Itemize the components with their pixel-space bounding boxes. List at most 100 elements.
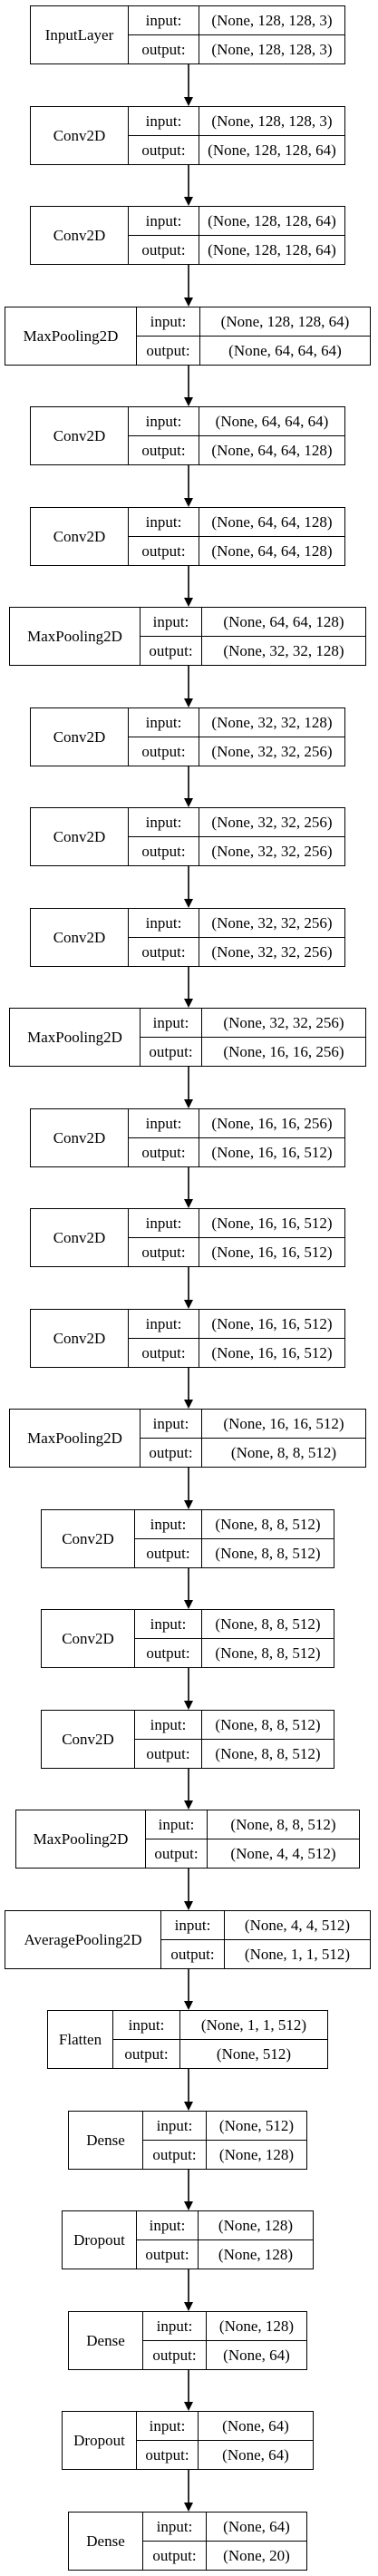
layer-ports: input: (None, 128, 128, 64) output: (None, … (137, 307, 370, 365)
arrowhead (184, 798, 193, 807)
input-row: input: (None, 128, 128, 64) (137, 307, 370, 336)
output-row: output:(None, 16, 16, 512) (129, 1137, 344, 1166)
input-shape: (None, 8, 8, 512) (215, 1715, 321, 1733)
input-shape: (None, 8, 8, 512) (215, 1515, 321, 1533)
input-shape: (None, 32, 32, 128) (211, 713, 333, 731)
arrowhead (184, 2503, 193, 2512)
output-label: output: (129, 1339, 199, 1367)
output-label: output: (129, 236, 199, 264)
arrowhead (184, 899, 193, 908)
output-label: output: (129, 938, 199, 966)
output-shape: (None, 64, 64, 64) (228, 341, 342, 359)
output-row: output:(None, 16, 16, 256) (141, 1037, 365, 1066)
output-shape: (None, 16, 16, 512) (211, 1343, 333, 1361)
output-label: output: (135, 1639, 202, 1667)
input-label: input: (137, 307, 200, 336)
layer-type: Dense (69, 2513, 143, 2570)
output-row: output:(None, 128) (137, 2239, 313, 2269)
input-label: input: (129, 1209, 199, 1237)
input-row: input:(None, 8, 8, 512) (135, 1510, 334, 1538)
output-row: output: (None, 32, 32, 256) (129, 836, 344, 865)
input-label: input: (141, 1410, 202, 1438)
input-shape: (None, 128, 128, 3) (211, 11, 333, 29)
input-row: input:(None, 64) (143, 2513, 306, 2541)
output-row: output:(None, 128, 128, 3) (129, 34, 344, 63)
input-label: input: (129, 407, 199, 435)
output-shape: (None, 32, 32, 256) (211, 942, 333, 961)
input-label: input: (146, 1810, 208, 1839)
output-row: output: (None, 64, 64, 64) (137, 336, 370, 365)
layer-ports: input:(None, 64)output:(None, 64) (137, 2412, 313, 2469)
layer-type: Conv2D (42, 1510, 135, 1567)
arrowhead (184, 1099, 193, 1108)
layer-ports: input:(None, 64, 64, 128)output:(None, 6… (129, 508, 344, 565)
layer-ports: input:(None, 8, 8, 512)output:(None, 8, … (135, 1610, 334, 1667)
input-shape: (None, 128, 128, 64) (220, 312, 350, 330)
output-label: output: (129, 537, 199, 565)
input-row: input:(None, 4, 4, 512) (161, 1911, 370, 1939)
layer-type: MaxPooling2D (16, 1810, 146, 1868)
layer-type: Conv2D (42, 1610, 135, 1667)
layer-type: MaxPooling2D (5, 307, 137, 365)
output-label: output: (135, 1740, 202, 1768)
output-label: output: (137, 337, 200, 365)
input-row: input:(None, 8, 8, 512) (135, 1711, 334, 1739)
output-shape: (None, 16, 16, 512) (211, 1143, 333, 1161)
output-label: output: (129, 136, 199, 164)
arrowhead (184, 197, 193, 206)
input-row: input:(None, 64) (137, 2412, 313, 2440)
output-shape: (None, 1, 1, 512) (244, 1945, 351, 1963)
layer-ports: input:(None, 64)output:(None, 20) (143, 2513, 306, 2570)
input-shape: (None, 32, 32, 256) (223, 1013, 344, 1031)
input-label: input: (113, 2011, 180, 2039)
output-label: output: (143, 2141, 207, 2169)
input-label: input: (143, 2513, 207, 2541)
output-row: output:(None, 8, 8, 512) (135, 1638, 334, 1667)
input-row: input:(None, 128, 128, 3) (129, 107, 344, 135)
output-row: output:(None, 128, 128, 64) (129, 135, 344, 164)
input-row: input:(None, 512) (143, 2112, 306, 2140)
output-row: output:(None, 8, 8, 512) (141, 1438, 365, 1467)
arrowhead (184, 1800, 193, 1810)
input-shape: (None, 16, 16, 512) (211, 1214, 333, 1232)
arrowhead (184, 1199, 193, 1208)
input-label: input: (129, 508, 199, 536)
output-label: output: (137, 2441, 199, 2469)
layer-ports: input:(None, 1, 1, 512)output:(None, 512… (113, 2011, 327, 2068)
input-row: input:(None, 128, 128, 3) (129, 6, 344, 34)
layer-type: Flatten (48, 2011, 113, 2068)
output-shape: (None, 8, 8, 512) (215, 1544, 321, 1562)
input-row: input:(None, 64, 64, 128) (129, 508, 344, 536)
output-shape: (None, 64, 64, 128) (211, 441, 333, 459)
layer-ports: input:(None, 16, 16, 512)output: (None, 1… (129, 1310, 344, 1367)
input-row: input:(None, 16, 16, 512) (141, 1410, 365, 1438)
input-row: input:(None, 128, 128, 64) (129, 207, 344, 235)
output-row: output: (None, 32, 32, 256) (129, 937, 344, 966)
arrowhead (184, 2201, 193, 2210)
output-row: output: (None, 16, 16, 512) (129, 1338, 344, 1367)
input-shape: (None, 1, 1, 512) (200, 2015, 307, 2034)
input-row: input:(None, 16, 16, 512) (129, 1310, 344, 1338)
input-label: input: (143, 2112, 207, 2140)
layer-ports: input:(None, 32, 32, 128)output:(None, 3… (129, 708, 344, 766)
input-label: input: (137, 2412, 199, 2440)
layer-type: Dense (69, 2112, 143, 2169)
output-shape: (None, 32, 32, 256) (211, 842, 333, 860)
layer-type: AveragePooling2D (5, 1911, 161, 1968)
output-row: output:(None, 64) (143, 2340, 306, 2369)
layer-ports: input:(None, 8, 8, 512)output:(None, 4, … (146, 1810, 359, 1868)
layer-ports: input:(None, 128, 128, 3)output:(None, 1… (129, 107, 344, 164)
input-row: input:(None, 128) (137, 2211, 313, 2239)
layer-ports: input:(None, 64, 64, 64)output:(None, 64… (129, 407, 344, 464)
input-shape: (None, 16, 16, 512) (211, 1314, 333, 1332)
output-label: output: (129, 837, 199, 865)
